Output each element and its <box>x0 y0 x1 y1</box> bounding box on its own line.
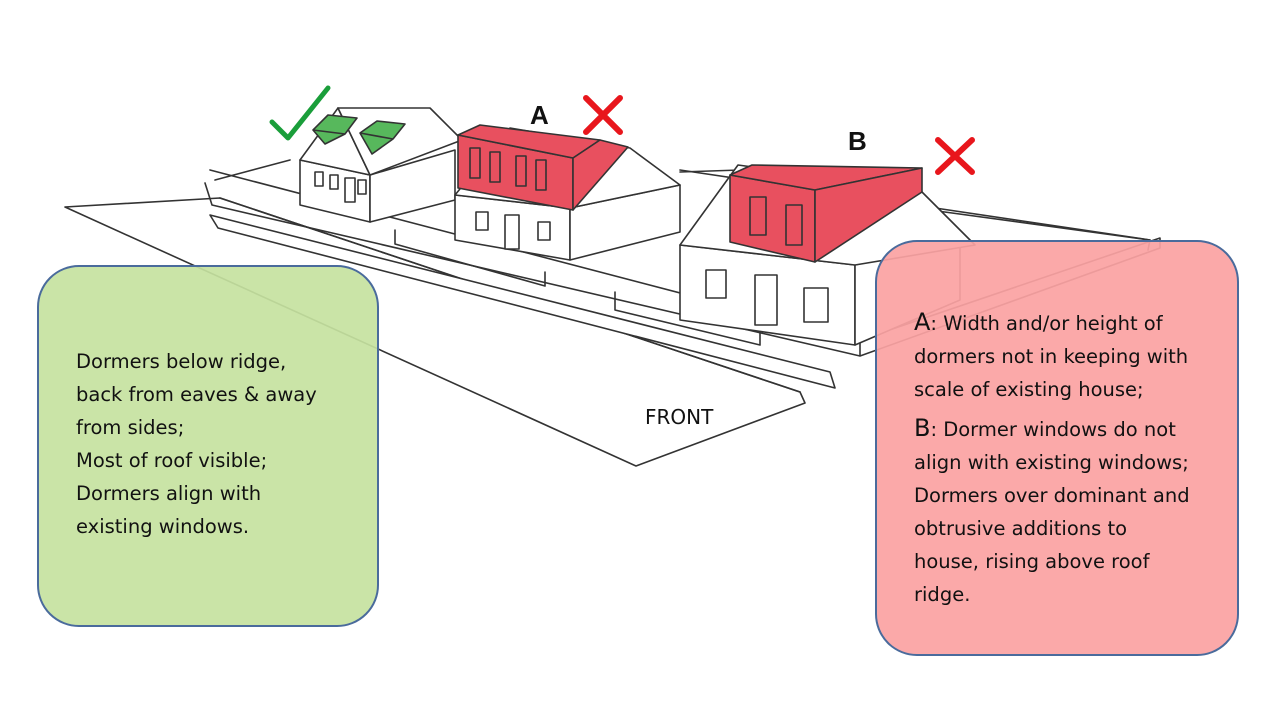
house-good-door <box>344 177 356 203</box>
good-practice-note: Dormers below ridge, back from eaves & a… <box>37 265 379 627</box>
house-good-window <box>329 174 339 190</box>
house-b-window <box>705 269 727 299</box>
dormer-a-window <box>515 155 527 187</box>
house-b <box>679 164 976 346</box>
note-line: from sides; <box>76 416 185 439</box>
dormer-a-window <box>469 147 481 179</box>
note-line: align with existing windows; <box>914 451 1189 474</box>
note-b-key: B <box>914 414 931 442</box>
front-label: FRONT <box>645 405 714 429</box>
bad-practice-note: A: Width and/or height of dormers not in… <box>875 240 1239 656</box>
dormer-b-window <box>785 204 803 246</box>
cross-mark-icon <box>583 95 623 135</box>
house-b-door <box>754 274 778 326</box>
note-line: Dormers below ridge, <box>76 350 287 373</box>
note-b: B: Dormer windows do not align with exis… <box>914 412 1237 611</box>
dormer-good-right <box>359 120 406 155</box>
dormer-a-side <box>572 139 629 211</box>
dormer-a-window <box>489 151 501 183</box>
note-line: dormers not in keeping with <box>914 345 1189 368</box>
note-line: : Width and/or height of <box>930 312 1163 335</box>
plot-divider-2 <box>614 291 761 346</box>
cross-mark-icon <box>935 137 975 175</box>
note-line: Most of roof visible; <box>76 449 268 472</box>
plot-divider-1 <box>394 229 546 287</box>
house-b-window <box>803 287 829 323</box>
note-line: ridge. <box>914 583 971 606</box>
check-mark-icon <box>269 85 331 141</box>
note-line: house, rising above roof <box>914 550 1150 573</box>
note-line: Dormers align with <box>76 482 262 505</box>
dormer-a-label: A <box>530 100 549 130</box>
front-wall-lower <box>209 214 836 389</box>
note-a-key: A <box>914 308 931 336</box>
dormer-b-label: B <box>848 126 867 156</box>
house-a <box>454 124 681 261</box>
house-good <box>299 107 463 223</box>
dormer-b-window <box>749 196 767 236</box>
note-a: A: Width and/or height of dormers not in… <box>914 306 1237 406</box>
house-a-window <box>537 221 551 241</box>
note-line: Dormers over dominant and <box>914 484 1190 507</box>
note-line: obtrusive additions to <box>914 517 1128 540</box>
note-line: scale of existing house; <box>914 378 1144 401</box>
dormer-b-side <box>814 167 923 263</box>
note-line: : Dormer windows do not <box>930 418 1176 441</box>
house-good-window <box>314 171 324 187</box>
note-line: back from eaves & away <box>76 383 317 406</box>
house-a-window <box>475 211 489 231</box>
house-good-window <box>357 179 367 195</box>
dormer-good-left <box>312 114 358 145</box>
house-a-door <box>504 214 520 250</box>
dormer-a-window <box>535 159 547 191</box>
note-line: existing windows. <box>76 515 250 538</box>
